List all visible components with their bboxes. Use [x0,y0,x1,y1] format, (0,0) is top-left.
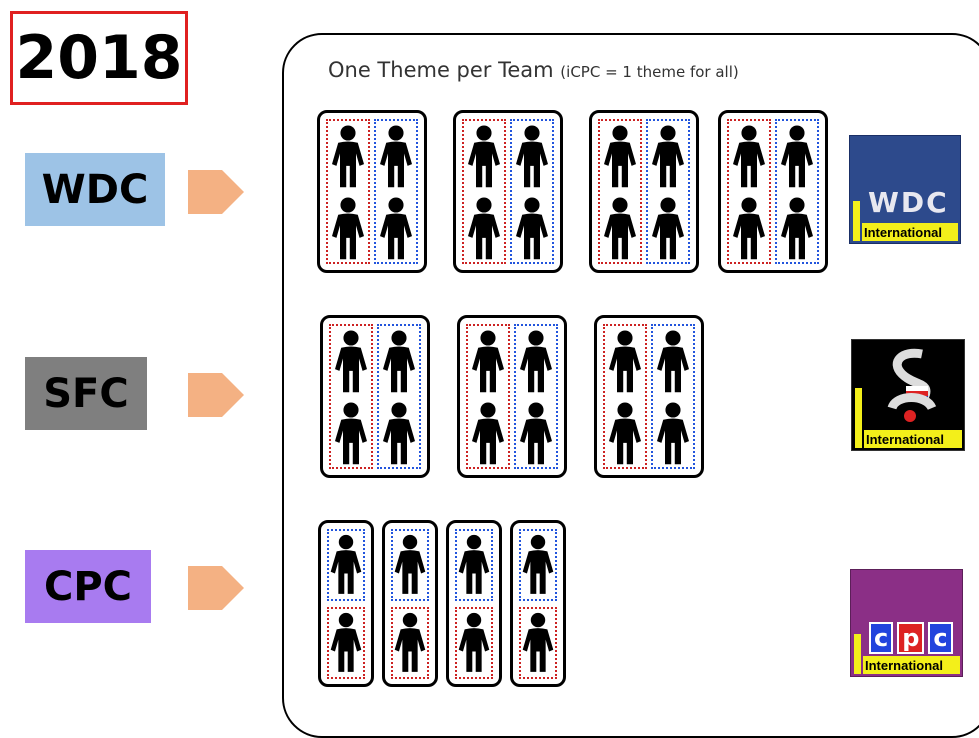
person-icon [377,197,415,266]
wdc-label: WDC [25,153,165,226]
person-icon [469,330,507,399]
person-icon [730,197,768,266]
red-group [462,119,506,264]
person-icon [649,125,687,194]
wdc-logo-caption: International [862,223,958,241]
panel-title-main: One Theme per Team [328,58,554,82]
person-icon [517,402,555,471]
person-icon [606,330,644,399]
person-icon [329,612,363,679]
red-group [603,324,647,469]
panel-title-note: (iCPC = 1 theme for all) [560,63,739,81]
red-group [519,607,557,679]
icpc-logo: c p c International [850,569,963,677]
cpc-logo-mark: c p c [869,622,953,654]
team-card [317,110,427,273]
wdc-logo-mark: WDC [868,186,949,219]
team-card [382,520,438,687]
sfc-logo-caption: International [864,430,962,448]
cpc-letter-c2: c [928,622,953,654]
team-card [318,520,374,687]
team-card [718,110,828,273]
person-icon [654,402,692,471]
cpc-logo-caption: International [863,656,960,674]
person-icon [606,402,644,471]
person-icon [654,330,692,399]
person-icon [332,402,370,471]
blue-group [391,529,429,601]
person-icon [778,125,816,194]
person-icon [393,612,427,679]
team-card [594,315,704,478]
person-icon [521,534,555,601]
person-icon [377,125,415,194]
team-card [446,520,502,687]
person-icon [332,330,370,399]
person-icon [465,197,503,266]
blue-group [455,529,493,601]
person-icon [730,125,768,194]
year-badge: 2018 [10,11,188,105]
sfc-logo-graphic [887,348,937,422]
person-icon [513,197,551,266]
red-group [329,324,373,469]
red-group [455,607,493,679]
cpc-label: CPC [25,550,151,623]
person-icon [513,125,551,194]
blue-group [510,119,554,264]
wdc-arrow-icon [188,170,244,214]
person-icon [601,197,639,266]
person-icon [380,402,418,471]
blue-group [519,529,557,601]
red-group [598,119,642,264]
sfc-arrow-icon [188,373,244,417]
blue-group [651,324,695,469]
isfc-logo: International [851,339,965,451]
team-card [589,110,699,273]
person-icon [329,125,367,194]
team-card [510,520,566,687]
red-group [466,324,510,469]
person-icon [601,125,639,194]
sfc-label: SFC [25,357,147,430]
blue-group [646,119,690,264]
person-icon [521,612,555,679]
person-icon [329,534,363,601]
red-group [391,607,429,679]
cpc-arrow-icon [188,566,244,610]
cpc-letter-c1: c [869,622,894,654]
person-icon [778,197,816,266]
logo-i-bar [855,388,862,448]
red-group [326,119,370,264]
red-group [327,607,365,679]
blue-group [775,119,819,264]
logo-i-bar [854,634,861,674]
blue-group [374,119,418,264]
person-icon [465,125,503,194]
person-icon [380,330,418,399]
logo-i-bar [853,201,860,241]
person-icon [469,402,507,471]
blue-group [327,529,365,601]
team-card [453,110,563,273]
cpc-letter-p: p [897,622,925,654]
person-icon [393,534,427,601]
team-card [457,315,567,478]
person-icon [329,197,367,266]
person-icon [517,330,555,399]
panel-title: One Theme per Team (iCPC = 1 theme for a… [328,58,739,82]
person-icon [649,197,687,266]
person-icon [457,534,491,601]
iwdc-logo: WDC International [849,135,961,244]
person-icon [457,612,491,679]
team-card [320,315,430,478]
blue-group [514,324,558,469]
blue-group [377,324,421,469]
red-group [727,119,771,264]
